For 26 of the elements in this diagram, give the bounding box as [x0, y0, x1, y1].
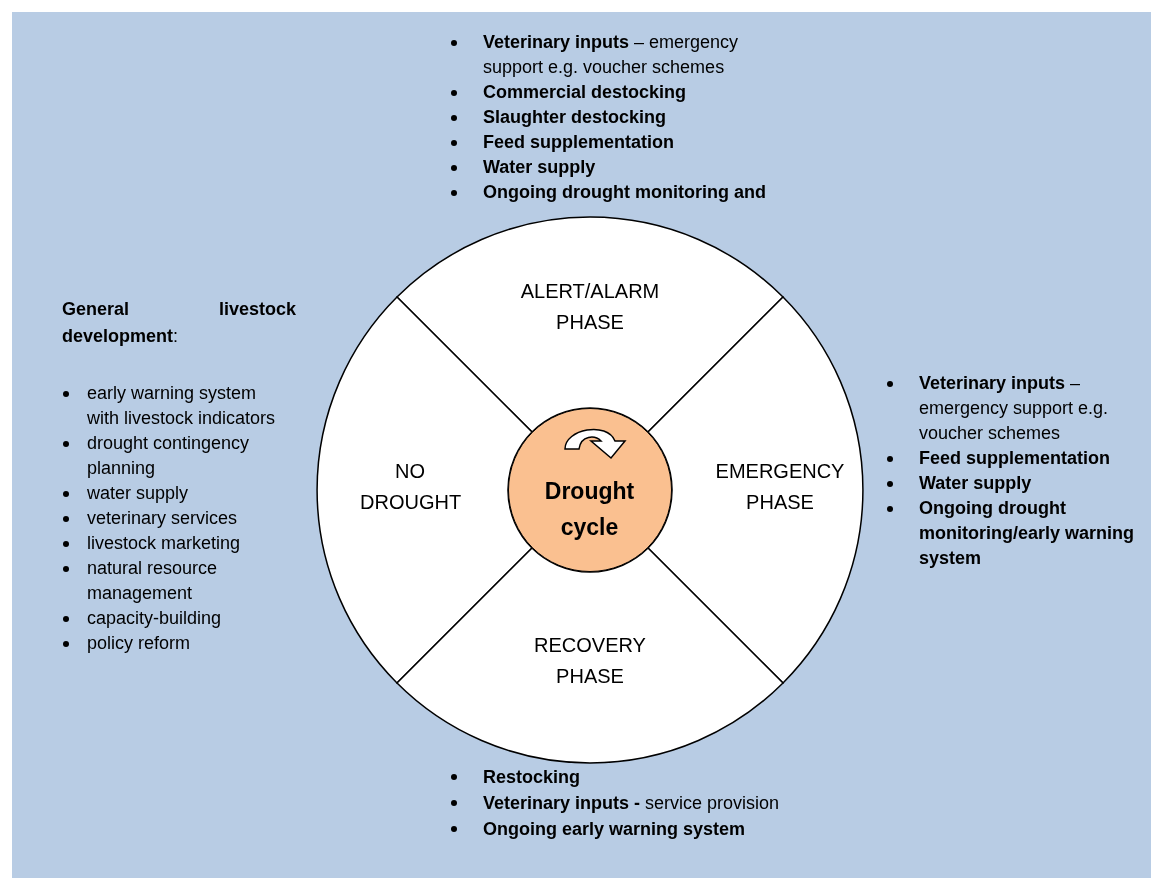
list-item-text: Commercial destocking	[483, 82, 687, 102]
phase-name: RECOVERY PHASE	[533, 633, 647, 689]
list-item-text: Slaughter destocking	[483, 107, 667, 127]
phase-name: EMERGENCY PHASE	[714, 459, 846, 515]
list-item-text: Water supply	[483, 157, 596, 177]
list-item-text: Restocking	[483, 767, 581, 787]
list-item-text: Feed supplementation	[919, 448, 1111, 468]
list-item-text: Veterinary inputs – emergency support e.g. voucher schemes	[919, 373, 1109, 443]
list-item-text: Ongoing drought monitoring and	[483, 182, 766, 202]
list-item-text: Water supply	[919, 473, 1032, 493]
section-heading: General livestock development:	[62, 298, 296, 348]
list-item-text: veterinary services	[87, 508, 238, 528]
phase-sector	[395, 216, 785, 434]
list-item-text: Feed supplementation	[483, 132, 675, 152]
phase-name: NO DROUGHT	[360, 459, 460, 515]
list-item-text: capacity-building	[87, 608, 222, 628]
list-item-text: Ongoing drought monitoring/early warning system	[919, 498, 1135, 568]
phase-name: ALERT/ALARM PHASE	[519, 279, 661, 335]
list-item-text: water supply	[87, 483, 189, 503]
list-item-text: policy reform	[87, 633, 191, 653]
center-title: Drought cycle	[543, 477, 636, 542]
list-item-text: livestock marketing	[87, 533, 241, 553]
list-item-text: Veterinary inputs - service provision	[483, 793, 780, 813]
list-item-text: Ongoing early warning system	[483, 819, 746, 839]
list-item-text: Veterinary inputs – emergency support e.g. voucher schemes	[483, 32, 739, 77]
phase-sector	[395, 546, 785, 764]
